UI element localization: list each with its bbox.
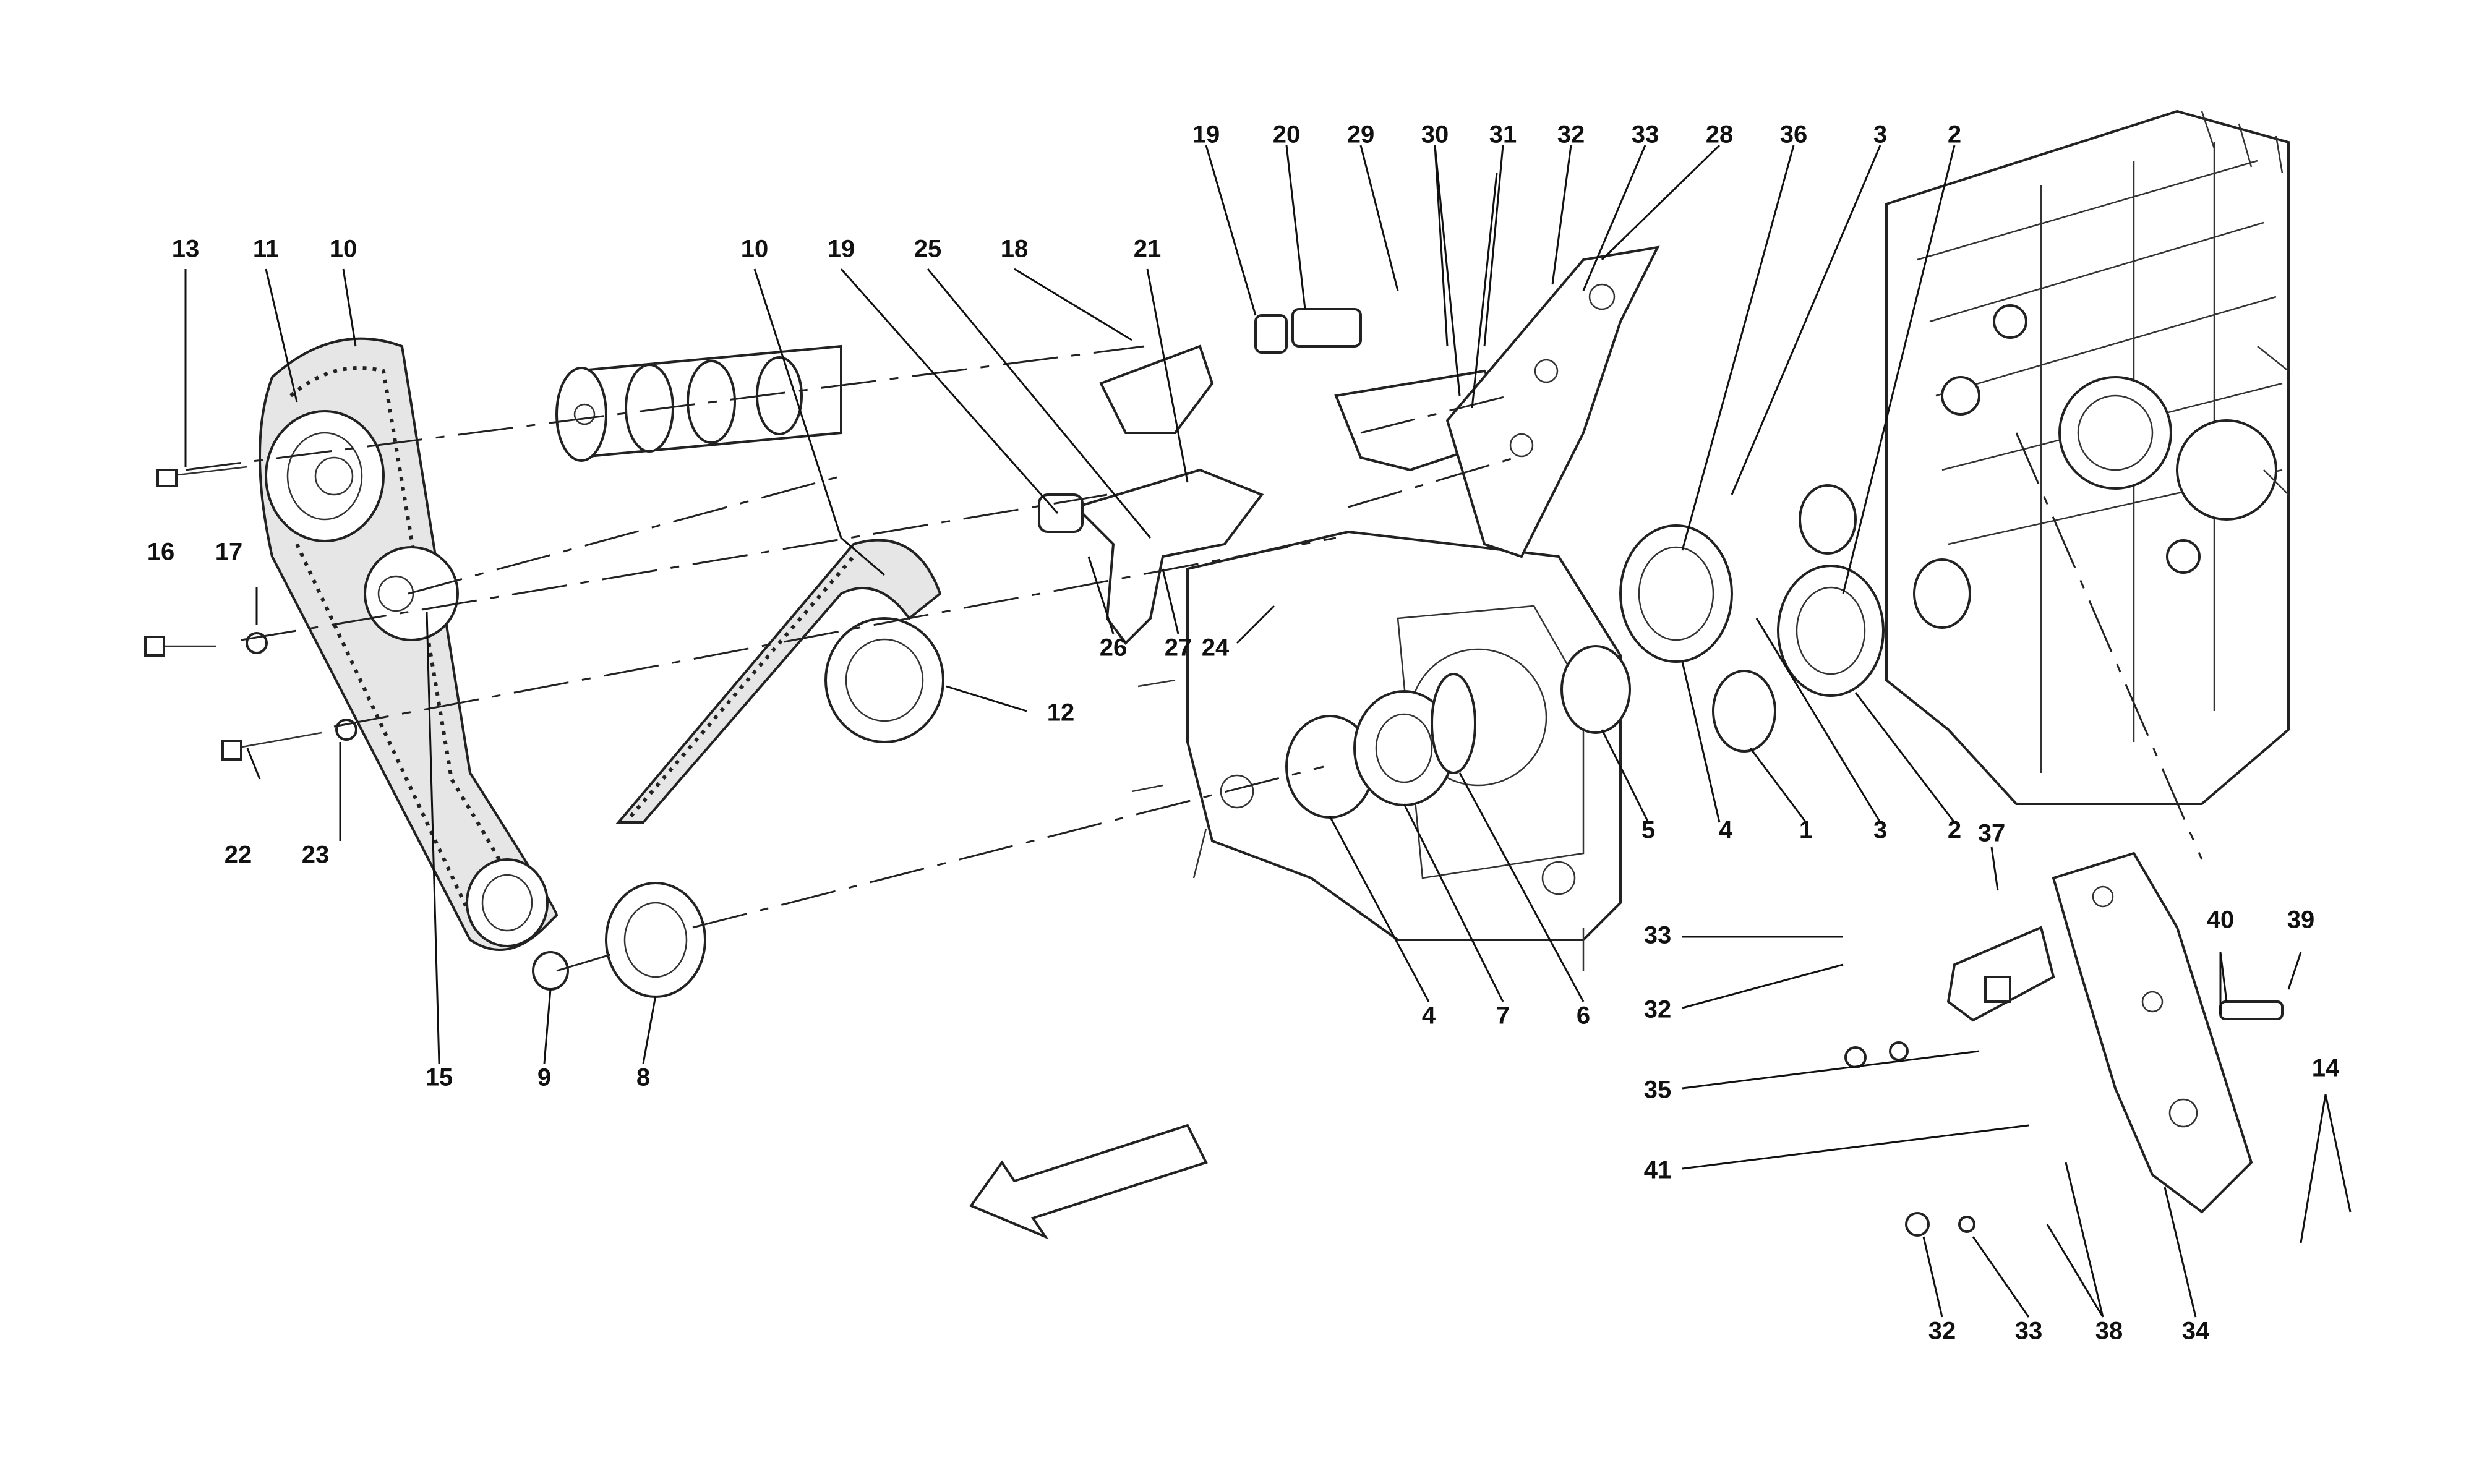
nut-9	[532, 951, 569, 991]
callout-7: 7	[1496, 1002, 1510, 1030]
callout-8: 8	[636, 1064, 650, 1091]
bolts-left	[144, 466, 357, 761]
callout-31: 31	[1489, 121, 1517, 148]
gear-small	[1777, 565, 1885, 697]
callout-3: 3	[1873, 817, 1887, 844]
callout-15: 15	[426, 1064, 453, 1091]
callout-11: 11	[253, 236, 279, 263]
bearing-upper	[1799, 484, 1857, 555]
callout-6: 6	[1577, 1002, 1590, 1030]
callout-1: 1	[1799, 817, 1813, 844]
callout-28: 28	[1706, 121, 1734, 148]
callout-17: 17	[215, 539, 243, 566]
seal-5	[1560, 645, 1631, 734]
callout-25: 25	[914, 236, 942, 263]
callout-4: 4	[1719, 817, 1733, 844]
callout-21: 21	[1134, 236, 1162, 263]
callout-32: 32	[1644, 996, 1672, 1023]
callout-37: 37	[1978, 820, 2006, 847]
ring-1	[1712, 670, 1776, 753]
callout-12: 12	[1047, 699, 1075, 727]
callout-38: 38	[2095, 1318, 2123, 1345]
engine-block	[1885, 109, 2290, 805]
bracket-assembly	[1844, 851, 2284, 1237]
callout-35: 35	[1644, 1077, 1672, 1104]
callout-14: 14	[2312, 1055, 2340, 1082]
callout-33: 33	[1632, 121, 1659, 148]
camshaft	[555, 344, 842, 462]
callout-10: 10	[741, 236, 769, 263]
bearing-right	[1913, 558, 1971, 629]
callout-40: 40	[2207, 906, 2235, 934]
callout-34: 34	[2182, 1318, 2210, 1345]
callout-2: 2	[1948, 817, 1961, 844]
idler-pulley-lower	[466, 858, 549, 947]
pulleys-left	[265, 410, 706, 998]
callout-4: 4	[1422, 1002, 1436, 1030]
callout-2: 2	[1948, 121, 1961, 148]
callout-32: 32	[1557, 121, 1585, 148]
callout-13: 13	[172, 236, 200, 263]
callout-20: 20	[1273, 121, 1301, 148]
gears	[1285, 484, 1971, 819]
callout-24: 24	[1202, 634, 1230, 662]
callout-33: 33	[2015, 1318, 2043, 1345]
direction-arrow	[969, 1124, 1208, 1240]
callout-16: 16	[147, 539, 175, 566]
camshaft-pulley	[265, 410, 385, 542]
callout-23: 23	[302, 842, 330, 869]
ring-6	[1431, 673, 1476, 774]
callout-26: 26	[1100, 634, 1128, 662]
callout-9: 9	[537, 1064, 551, 1091]
tensioner-assembly	[1038, 245, 1660, 646]
timing-belt-middle	[615, 539, 944, 824]
callout-39: 39	[2287, 906, 2315, 934]
callout-5: 5	[1641, 817, 1655, 844]
callout-32: 32	[1928, 1318, 1956, 1345]
alignment-lines	[185, 345, 2203, 972]
callout-18: 18	[1001, 236, 1029, 263]
callout-27: 27	[1165, 634, 1192, 662]
callout-36: 36	[1780, 121, 1808, 148]
callout-30: 30	[1421, 121, 1449, 148]
gear-large	[1619, 524, 1733, 663]
leader-lines	[184, 144, 2352, 1318]
callout-33: 33	[1644, 922, 1672, 949]
callout-labels: 13 11 10 10 19 25 18 21 19 20 29 30 31 3…	[147, 121, 2340, 1345]
callout-10: 10	[330, 236, 357, 263]
crankshaft-pulley	[605, 882, 706, 998]
pulley-12	[824, 617, 944, 743]
callout-19: 19	[828, 236, 855, 263]
callout-22: 22	[225, 842, 252, 869]
callout-3: 3	[1873, 121, 1887, 148]
callout-19: 19	[1192, 121, 1220, 148]
callout-29: 29	[1347, 121, 1375, 148]
callout-41: 41	[1644, 1157, 1672, 1184]
